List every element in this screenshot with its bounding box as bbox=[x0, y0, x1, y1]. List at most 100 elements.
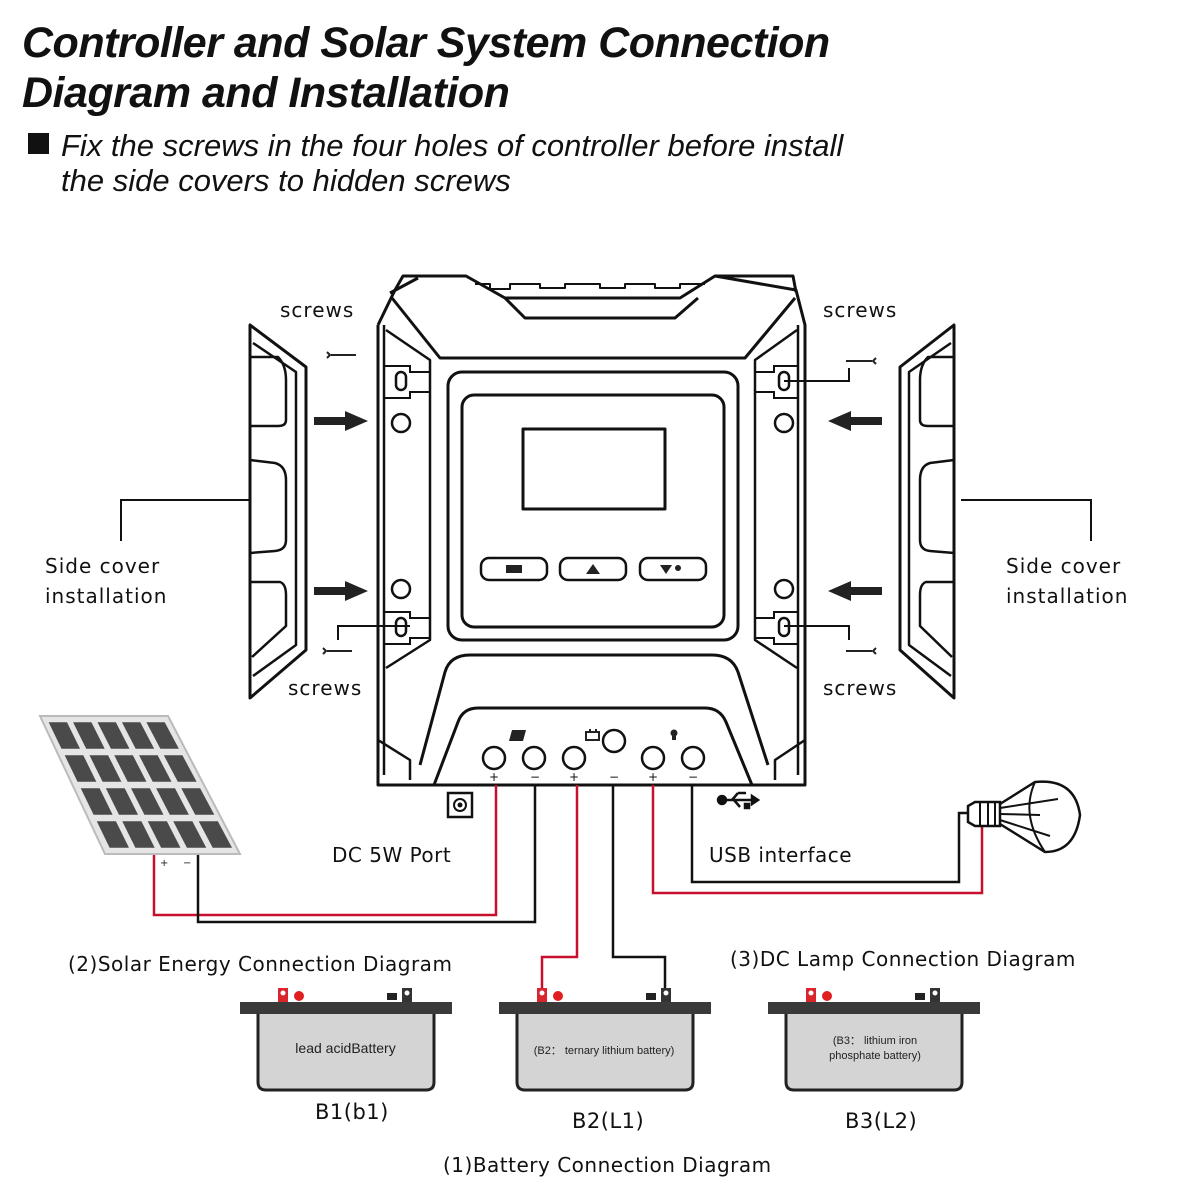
screw-icon bbox=[322, 647, 352, 655]
screws-label-bottom-right: screws bbox=[823, 676, 898, 700]
battery-lid bbox=[240, 1002, 452, 1014]
wire-solar-negative bbox=[196, 785, 537, 924]
wires bbox=[152, 785, 984, 992]
dc-port-label: DC 5W Port bbox=[332, 843, 452, 867]
battery-knob[interactable] bbox=[601, 728, 627, 754]
side-cover-left bbox=[248, 323, 308, 700]
battery-2 bbox=[499, 988, 711, 1092]
lamp-terminal-icon bbox=[670, 729, 678, 740]
terminal-hole bbox=[808, 990, 814, 996]
batteries bbox=[240, 988, 980, 1092]
solar-cell bbox=[89, 755, 122, 782]
battery-2-label: (B2： ternary lithium battery) bbox=[516, 1042, 692, 1058]
battery-body bbox=[256, 1013, 436, 1092]
negative-cap-icon bbox=[915, 993, 925, 1000]
terminal-hole bbox=[663, 990, 669, 996]
side-cover-label-right-2: installation bbox=[1006, 584, 1129, 608]
screw-icon bbox=[846, 647, 877, 655]
bullet-square-icon bbox=[28, 133, 49, 154]
side-cover-label-left-2: installation bbox=[45, 584, 168, 608]
solar-cell bbox=[131, 788, 164, 815]
down-light-button[interactable] bbox=[638, 556, 708, 582]
solar-cell bbox=[181, 788, 215, 815]
solar-cell bbox=[147, 821, 181, 848]
polarity-2: − bbox=[530, 770, 540, 784]
screws-label-top-left: screws bbox=[280, 298, 355, 322]
wire-battery-positive bbox=[540, 785, 579, 992]
solar-panel: + − bbox=[38, 715, 242, 869]
lamp-icon bbox=[966, 780, 1082, 854]
panel-plus: + bbox=[160, 858, 168, 869]
solar-cells bbox=[48, 722, 233, 848]
page-title: Controller and Solar System Connection D… bbox=[22, 18, 830, 118]
instruction-line-1: Fix the screws in the four holes of cont… bbox=[61, 128, 844, 163]
wire-load-positive bbox=[651, 785, 984, 895]
solar-cell bbox=[163, 755, 197, 782]
title-line-2: Diagram and Installation bbox=[22, 69, 510, 117]
screw-hole-top-right bbox=[773, 412, 795, 434]
terminal-hole bbox=[932, 990, 938, 996]
lamp-diagram-label: (3)DC Lamp Connection Diagram bbox=[730, 947, 1076, 971]
arrow-right-top bbox=[314, 411, 368, 431]
battery-2-caption: B2(L1) bbox=[572, 1109, 645, 1133]
solar-cell bbox=[146, 722, 179, 749]
solar-cell bbox=[96, 821, 129, 848]
solar-cell bbox=[64, 755, 97, 782]
screw-hole-top-left bbox=[390, 412, 412, 434]
usb-icon bbox=[716, 791, 761, 810]
negative-cap-icon bbox=[646, 993, 656, 1000]
terminal-load-negative[interactable] bbox=[680, 745, 706, 771]
battery-3 bbox=[768, 988, 980, 1092]
leader-lines bbox=[120, 368, 1092, 640]
solar-diagram-label: (2)Solar Energy Connection Diagram bbox=[68, 952, 453, 976]
usb-interface-label: USB interface bbox=[709, 843, 853, 867]
side-cover-label-left-1: Side cover bbox=[45, 554, 161, 578]
menu-button[interactable] bbox=[479, 556, 549, 582]
title-line-1: Controller and Solar System Connection bbox=[22, 19, 830, 67]
battery-1 bbox=[240, 988, 452, 1092]
arrow-left-bottom bbox=[828, 581, 882, 601]
wire-battery-negative bbox=[611, 785, 667, 990]
polarity-labels: + − + − + − bbox=[489, 770, 698, 784]
bulb-icon bbox=[675, 565, 681, 571]
battery-lid bbox=[499, 1002, 711, 1014]
terminal-solar-positive[interactable] bbox=[481, 745, 507, 771]
controller-screw-holes bbox=[384, 365, 798, 645]
wire-load-negative bbox=[690, 785, 968, 884]
solar-cell bbox=[173, 821, 207, 848]
arrow-right-bottom bbox=[314, 581, 368, 601]
battery-diagram-label: (1)Battery Connection Diagram bbox=[443, 1153, 772, 1177]
battery-3-label: (B3： lithium iron phosphate battery) bbox=[785, 1034, 965, 1064]
side-cover-right bbox=[898, 323, 956, 700]
terminals bbox=[481, 728, 706, 771]
solar-cell bbox=[80, 788, 113, 815]
solar-cell bbox=[139, 755, 172, 782]
battery-terminal-icon bbox=[585, 729, 600, 741]
up-arrow-icon bbox=[586, 564, 600, 574]
terminal-battery-positive[interactable] bbox=[561, 745, 587, 771]
up-button[interactable] bbox=[558, 556, 628, 582]
battery-body bbox=[784, 1013, 964, 1092]
down-arrow-icon bbox=[660, 565, 672, 574]
battery-body bbox=[515, 1013, 695, 1092]
solar-cell bbox=[156, 788, 189, 815]
terminal-solar-negative[interactable] bbox=[521, 745, 547, 771]
battery-2-label-line: (B2： ternary lithium battery) bbox=[533, 1045, 675, 1057]
wire-solar-positive bbox=[152, 785, 498, 917]
solar-cell bbox=[198, 821, 233, 848]
polarity-1: + bbox=[489, 770, 499, 784]
negative-cap-icon bbox=[387, 993, 397, 1000]
battery-3-label-line-2: phosphate battery) bbox=[829, 1050, 921, 1062]
terminal-hole bbox=[404, 990, 410, 996]
slot-top-left bbox=[394, 370, 408, 392]
terminal-load-positive[interactable] bbox=[640, 745, 666, 771]
leader-screw-br bbox=[784, 625, 850, 640]
instruction: Fix the screws in the four holes of cont… bbox=[28, 128, 843, 198]
leader-screw-tr bbox=[784, 368, 850, 382]
positive-cap-icon bbox=[553, 991, 563, 1001]
solar-cell bbox=[105, 788, 139, 815]
screw-hole-bottom-left bbox=[390, 578, 412, 600]
terminal-hole bbox=[539, 990, 545, 996]
battery-1-label-line: lead acidBattery bbox=[295, 1040, 396, 1056]
